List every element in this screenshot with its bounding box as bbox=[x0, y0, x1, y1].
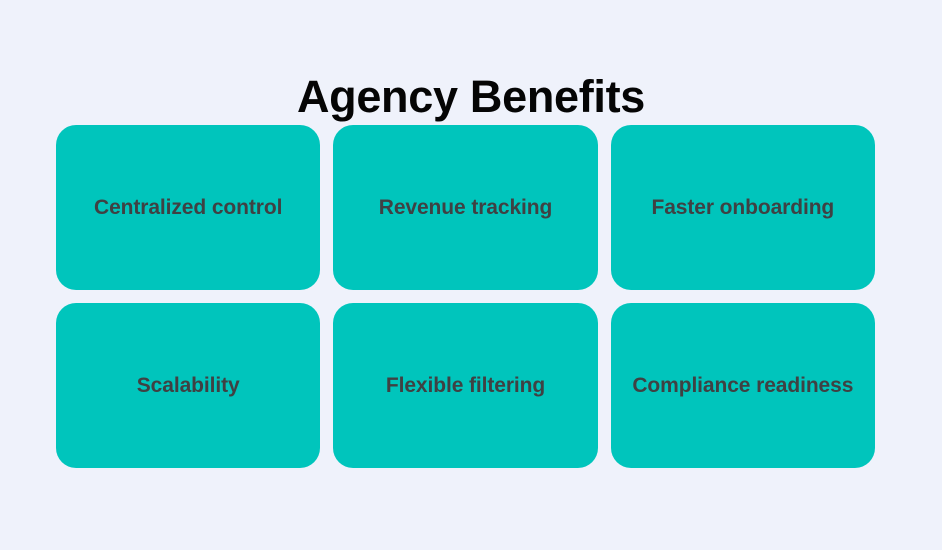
benefit-card-label: Revenue tracking bbox=[378, 196, 553, 219]
benefits-grid: Centralized control Revenue tracking Fas… bbox=[56, 125, 875, 468]
benefit-card-revenue-tracking[interactable]: Revenue tracking bbox=[333, 125, 598, 290]
benefit-card-flexible-filtering[interactable]: Flexible filtering bbox=[333, 303, 598, 468]
benefit-card-scalability[interactable]: Scalability bbox=[56, 303, 321, 468]
benefit-card-centralized-control[interactable]: Centralized control bbox=[56, 125, 321, 290]
benefit-card-label: Scalability bbox=[136, 374, 240, 397]
benefit-card-label: Faster onboarding bbox=[651, 196, 835, 219]
benefit-card-compliance-readiness[interactable]: Compliance readiness bbox=[610, 303, 875, 468]
benefit-card-label: Flexible filtering bbox=[385, 374, 546, 397]
page-title: Agency Benefits bbox=[296, 71, 646, 123]
benefit-card-label: Centralized control bbox=[94, 196, 283, 219]
benefit-card-label: Compliance readiness bbox=[632, 374, 854, 397]
benefit-card-faster-onboarding[interactable]: Faster onboarding bbox=[610, 125, 875, 290]
